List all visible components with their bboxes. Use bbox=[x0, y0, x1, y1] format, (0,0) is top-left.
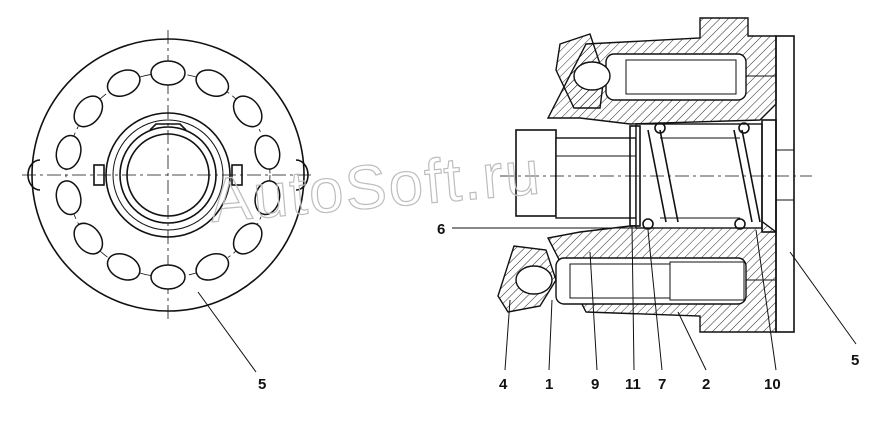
leader-11 bbox=[631, 225, 635, 371]
piston-bore bbox=[150, 60, 186, 86]
piston-bore bbox=[73, 222, 104, 255]
piston-bore bbox=[232, 222, 263, 255]
leader-10 bbox=[755, 229, 777, 371]
callout-7: 7 bbox=[658, 376, 666, 393]
piston-bore bbox=[55, 180, 82, 216]
hub-inner-circle bbox=[119, 126, 217, 224]
hub-ring bbox=[112, 119, 224, 231]
ball-top-left bbox=[654, 122, 666, 134]
callout-5: 5 bbox=[851, 352, 859, 369]
lower-piston-rear bbox=[669, 261, 745, 301]
upper-ball-joint bbox=[573, 61, 611, 91]
callout-6: 6 bbox=[437, 221, 445, 238]
cylinder-block-inner bbox=[555, 137, 637, 219]
leader-1 bbox=[548, 299, 553, 371]
hub-outer-circle bbox=[105, 112, 231, 238]
right-key bbox=[231, 164, 243, 186]
piston-bores bbox=[55, 60, 281, 290]
callout-1: 1 bbox=[545, 376, 553, 393]
shaft-bore bbox=[126, 133, 210, 217]
retaining-ring bbox=[149, 123, 187, 131]
left-notch bbox=[27, 159, 41, 191]
piston-bore bbox=[55, 134, 82, 170]
ball-top-right bbox=[738, 122, 750, 134]
upper-piston-bore bbox=[605, 53, 747, 101]
callout-11: 11 bbox=[625, 376, 641, 393]
callout-10: 10 bbox=[764, 376, 781, 393]
leader-2 bbox=[677, 311, 707, 371]
left-key bbox=[93, 164, 105, 186]
piston-bore bbox=[254, 134, 281, 170]
piston-bore bbox=[195, 69, 230, 97]
callout-9: 9 bbox=[591, 376, 599, 393]
piston-bore bbox=[73, 95, 104, 128]
front-view: 5 bbox=[22, 30, 314, 393]
lower-ball-joint bbox=[515, 265, 553, 295]
piston-bore bbox=[232, 95, 263, 128]
leader-left-5 bbox=[197, 291, 257, 373]
piston-bore bbox=[254, 180, 281, 216]
ball-7 bbox=[642, 218, 654, 230]
leader-9 bbox=[589, 251, 598, 371]
piston-bore bbox=[195, 253, 230, 281]
piston-bore bbox=[106, 253, 141, 281]
section-view: 4 1 9 11 7 2 10 5 6 bbox=[437, 17, 859, 393]
leader-4 bbox=[504, 299, 511, 371]
callout-left-5: 5 bbox=[258, 376, 266, 393]
ball-bottom-right bbox=[734, 218, 746, 230]
piston-bore bbox=[150, 264, 186, 290]
leader-5 bbox=[789, 251, 857, 345]
piston-bore bbox=[106, 69, 141, 97]
upper-piston bbox=[625, 59, 737, 95]
end-cover bbox=[775, 35, 795, 333]
callout-4: 4 bbox=[499, 376, 508, 393]
right-notch bbox=[295, 159, 309, 191]
callout-2: 2 bbox=[702, 376, 710, 393]
leader-7 bbox=[647, 229, 663, 371]
